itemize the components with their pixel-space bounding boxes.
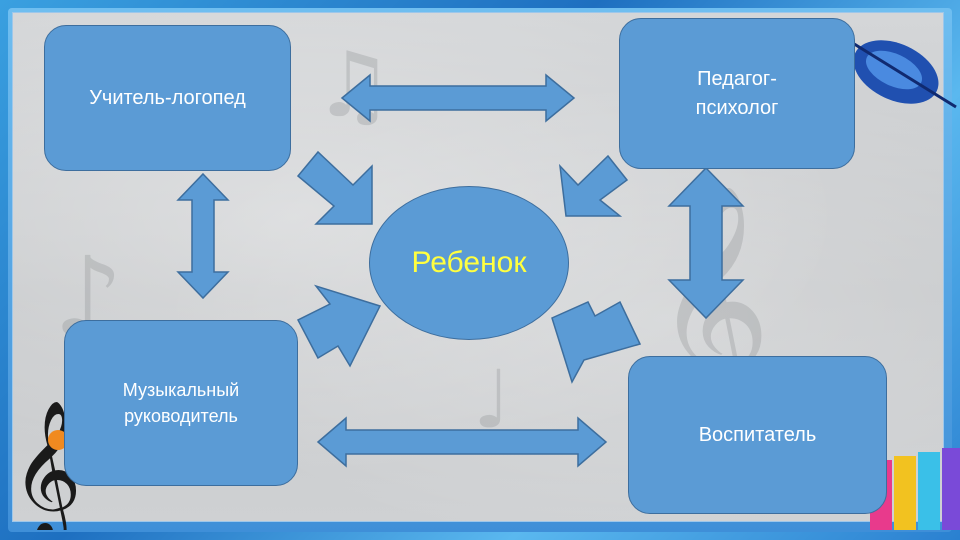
violin-icon [850, 40, 957, 109]
arrow-teacher-to-child [296, 150, 373, 225]
node-psychologist: Педагог-психолог [619, 18, 855, 169]
node-label: Воспитатель [698, 423, 817, 446]
node-speech-therapist: Учитель-логопед [44, 25, 291, 171]
node-music-director: Музыкальный руководитель [64, 320, 298, 486]
arrow-psychologist-to-child [558, 154, 629, 217]
node-child: Ребенок [369, 186, 569, 340]
center-label: Ребенок [411, 246, 527, 279]
node-label: Учитель-логопед [89, 86, 246, 109]
arrow-music-to-child [296, 284, 382, 368]
node-educator: Воспитатель [628, 356, 887, 514]
node-label: Музыкальный руководитель [122, 379, 240, 426]
double-arrow-bottom [316, 416, 608, 468]
arrow-educator-to-child [551, 300, 642, 384]
double-arrow-top [340, 73, 576, 123]
node-label: Педагог-психолог [695, 67, 779, 119]
double-arrow-right [667, 166, 745, 320]
double-arrow-left [176, 172, 230, 300]
